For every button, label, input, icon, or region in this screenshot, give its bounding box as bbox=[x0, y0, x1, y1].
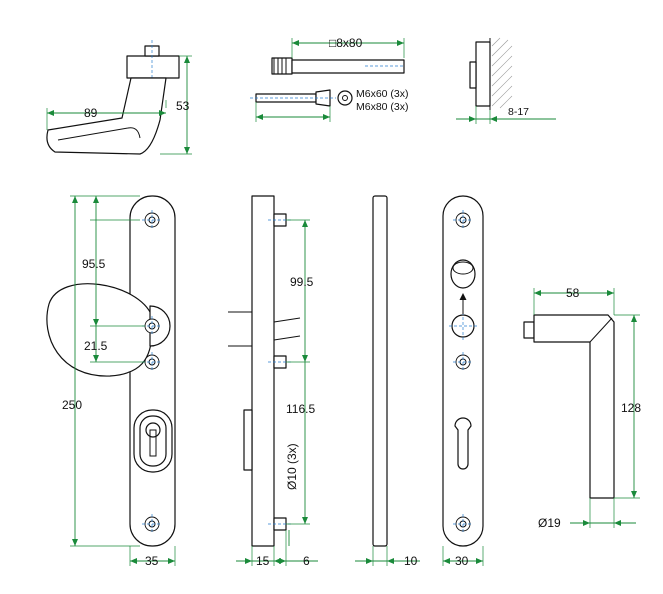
dim-19-label: Ø19 bbox=[538, 516, 561, 530]
dim-spindle-label: □8x80 bbox=[329, 36, 363, 50]
dim-250-label: 250 bbox=[62, 398, 82, 412]
side-view: 99.5 116.5 Ø10 (3x) 15 6 bbox=[228, 195, 318, 568]
spindle-and-screws: □8x80 M6x60 (3x) M6x80 (3x) bbox=[250, 36, 409, 122]
dim-6-label: 6 bbox=[303, 554, 310, 568]
dim-53-label: 53 bbox=[176, 99, 190, 113]
lever-side-view: 89 53 bbox=[46, 40, 192, 155]
up-arrow-icon bbox=[459, 293, 467, 314]
dim-door-label: 8-17 bbox=[508, 106, 529, 118]
screw-spec-1: M6x60 (3x) bbox=[356, 88, 409, 100]
door-thickness-view: 8-17 bbox=[456, 37, 556, 124]
back-plate-view: 30 bbox=[442, 195, 484, 568]
dim-99-label: 99.5 bbox=[290, 275, 314, 289]
screw-spec-2: M6x80 (3x) bbox=[356, 101, 409, 113]
front-view: 250 95.5 21.5 35 bbox=[46, 195, 176, 568]
thin-plate-view: 10 bbox=[355, 195, 420, 568]
dim-15-label: 15 bbox=[256, 554, 270, 568]
dim-116-label: 116.5 bbox=[286, 402, 315, 416]
dim-30-label: 30 bbox=[455, 554, 469, 568]
dim-bolt-label: Ø10 (3x) bbox=[285, 443, 299, 490]
dim-21-label: 21.5 bbox=[84, 339, 108, 353]
dim-35-label: 35 bbox=[145, 554, 159, 568]
dim-89-label: 89 bbox=[84, 106, 98, 120]
dim-128-label: 128 bbox=[621, 401, 641, 415]
dim-58-label: 58 bbox=[566, 286, 580, 300]
washer-icon bbox=[337, 90, 353, 106]
dim-95-label: 95.5 bbox=[82, 257, 106, 271]
lever-handle-view: 58 128 Ø19 bbox=[523, 286, 641, 530]
dim-10-label: 10 bbox=[404, 554, 418, 568]
